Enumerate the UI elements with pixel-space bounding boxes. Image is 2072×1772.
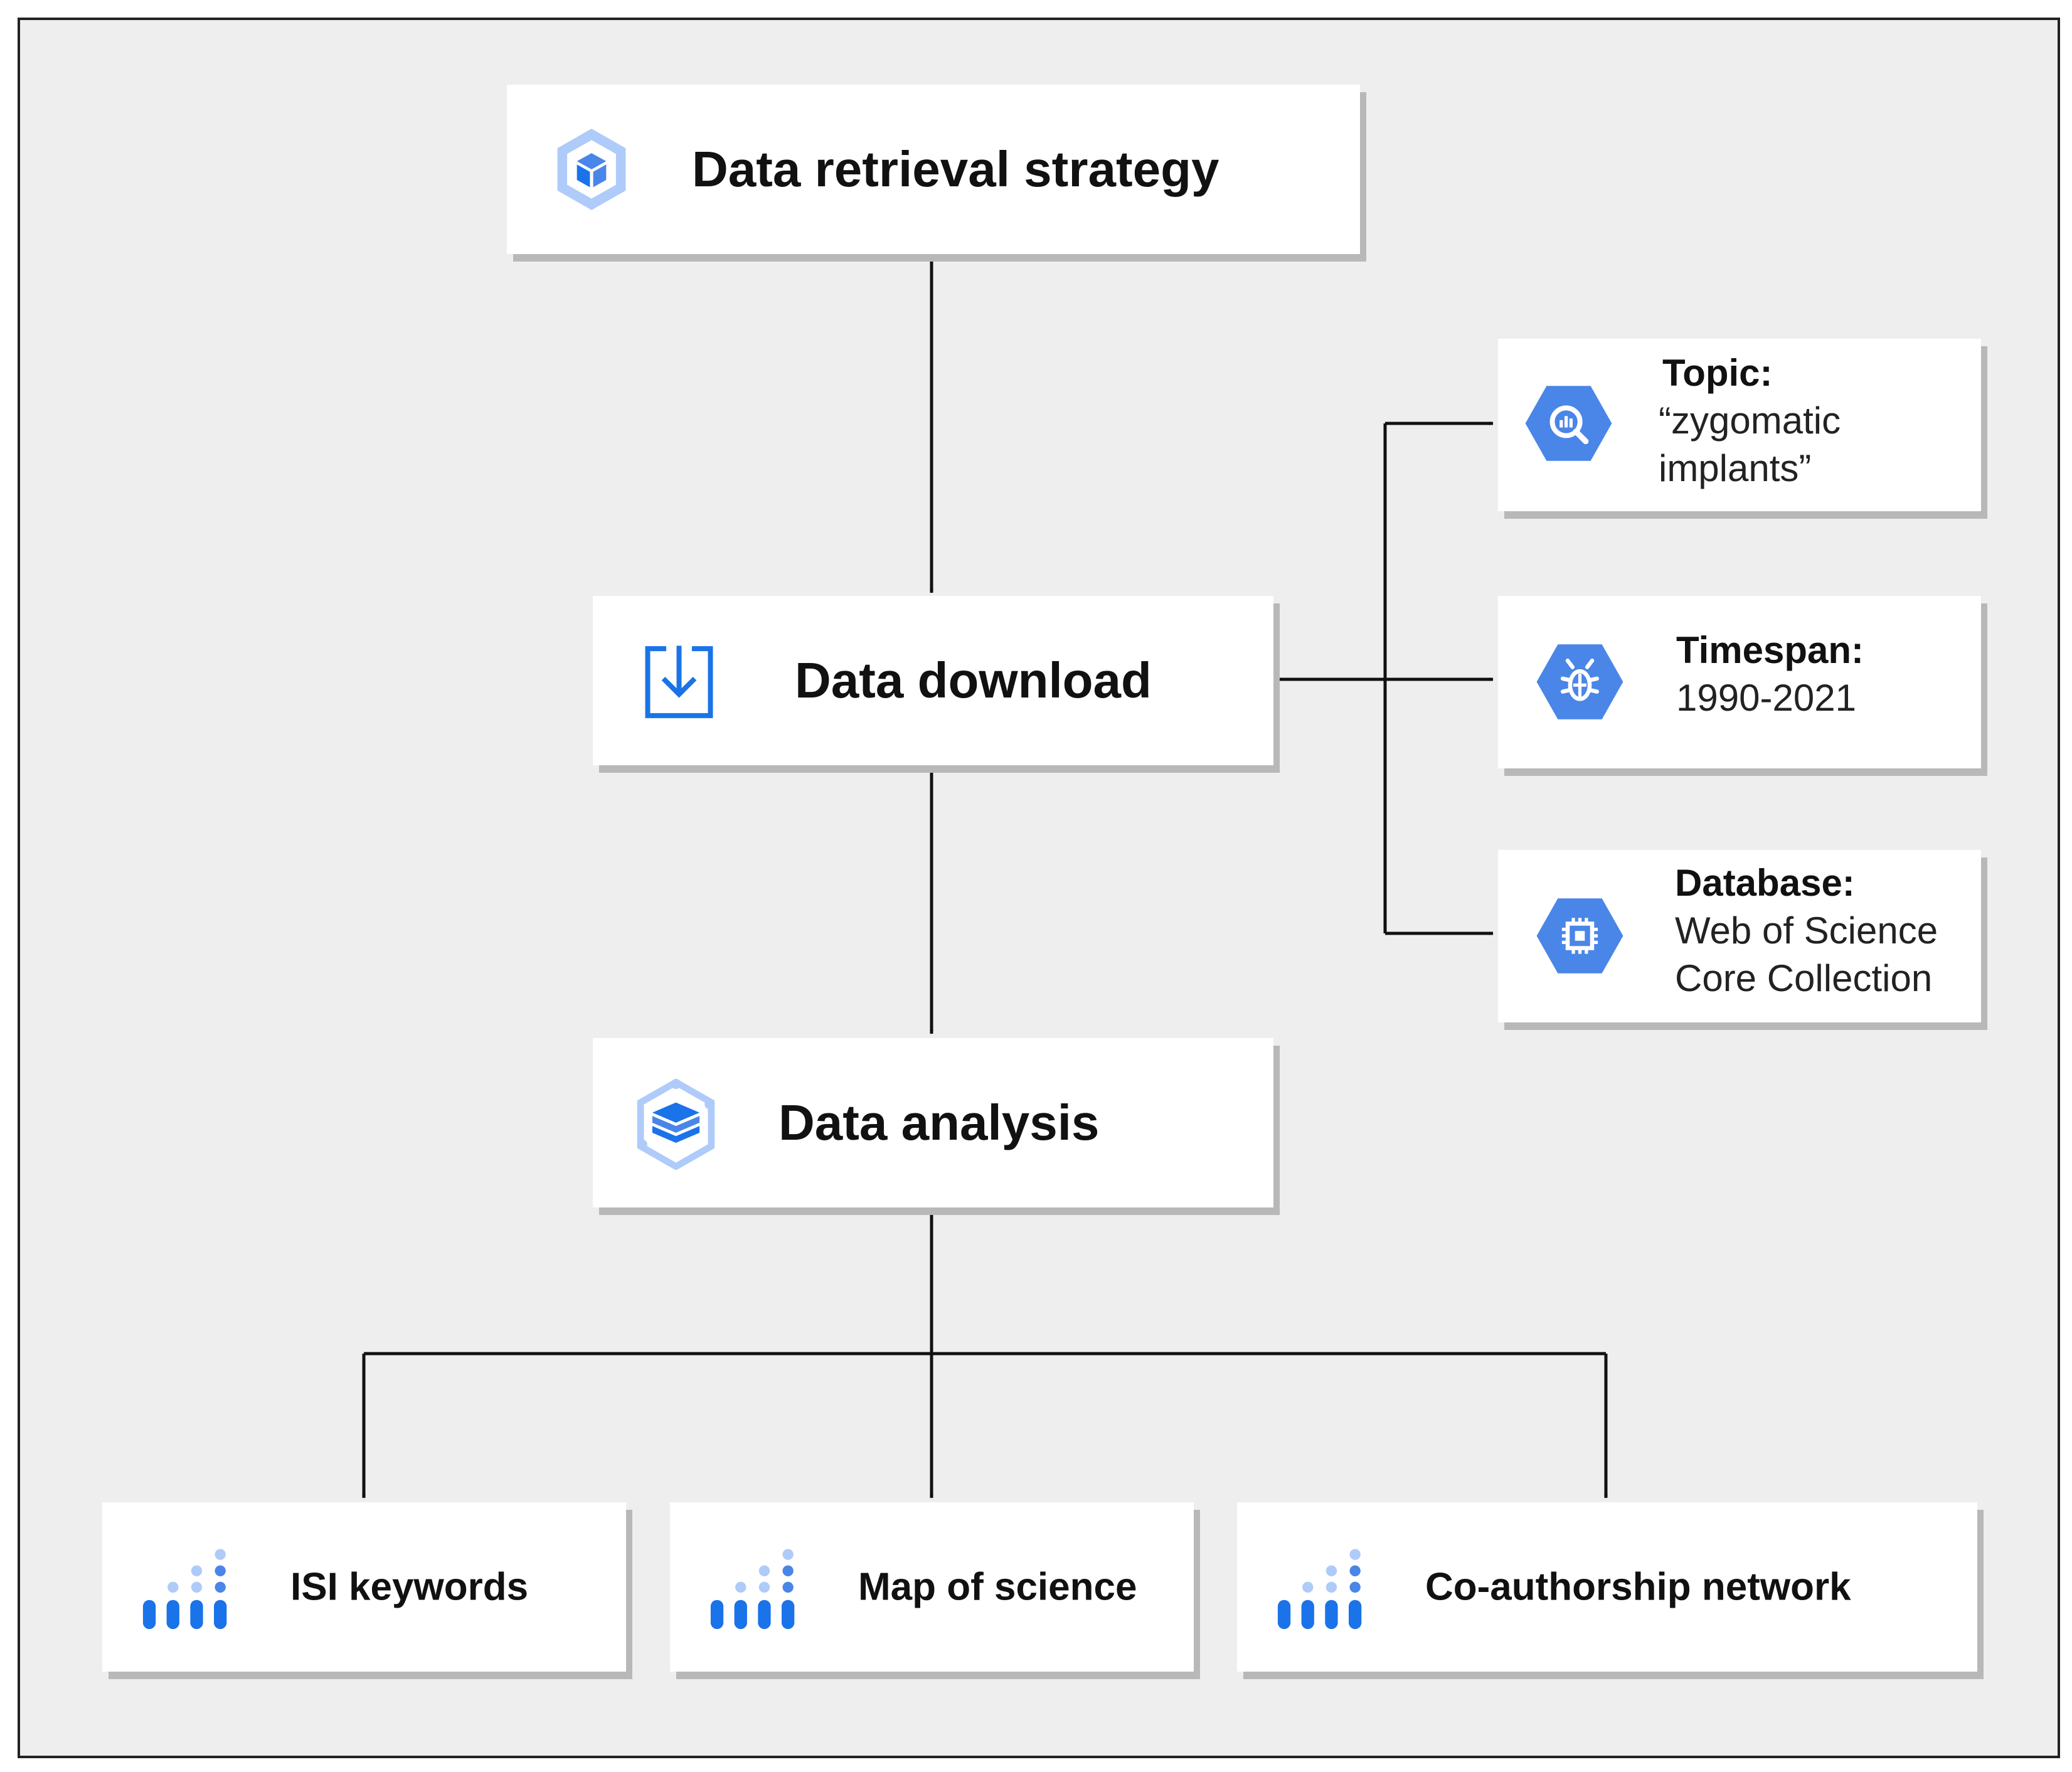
co-authorship-network-box: Co-authorship network: [1237, 1502, 1977, 1672]
database-line-2: Core Collection: [1675, 957, 1933, 999]
topic-line-1: “zygomatic: [1659, 400, 1841, 442]
bug-icon: [1534, 641, 1625, 723]
database-box: Database: Web of Science Core Collection: [1498, 850, 1981, 1022]
isi-keywords-label: ISI keywords: [290, 1565, 529, 1609]
topic-line-2: implants”: [1659, 447, 1812, 489]
topic-box: Topic: “zygomatic implants”: [1498, 339, 1981, 511]
layers-hexagon-icon: [634, 1079, 718, 1170]
data-retrieval-strategy-box: Data retrieval strategy: [507, 85, 1360, 254]
bar-dots-icon: [141, 1540, 232, 1631]
database-line-1: Web of Science: [1675, 910, 1938, 952]
database-title: Database:: [1675, 862, 1855, 904]
bar-dots-icon: [709, 1540, 800, 1631]
timespan-box: Timespan: 1990-2021: [1498, 596, 1981, 768]
data-retrieval-strategy-label: Data retrieval strategy: [692, 141, 1219, 197]
topic-title: Topic:: [1662, 352, 1773, 394]
data-analysis-box: Data analysis: [593, 1038, 1273, 1207]
bar-dots-icon: [1276, 1540, 1367, 1631]
timespan-title: Timespan:: [1676, 629, 1864, 671]
data-analysis-label: Data analysis: [778, 1095, 1100, 1150]
download-icon: [643, 643, 715, 721]
map-of-science-box: Map of science: [670, 1502, 1194, 1672]
isi-keywords-box: ISI keywords: [102, 1502, 626, 1672]
data-download-box: Data download: [593, 596, 1273, 765]
map-of-science-label: Map of science: [858, 1565, 1137, 1609]
timespan-line-1: 1990-2021: [1676, 677, 1856, 719]
chip-icon: [1534, 895, 1625, 977]
co-authorship-network-label: Co-authorship network: [1425, 1565, 1851, 1609]
data-download-label: Data download: [795, 652, 1152, 708]
cube-hexagon-icon: [551, 125, 632, 213]
search-analytics-icon: [1523, 383, 1614, 464]
